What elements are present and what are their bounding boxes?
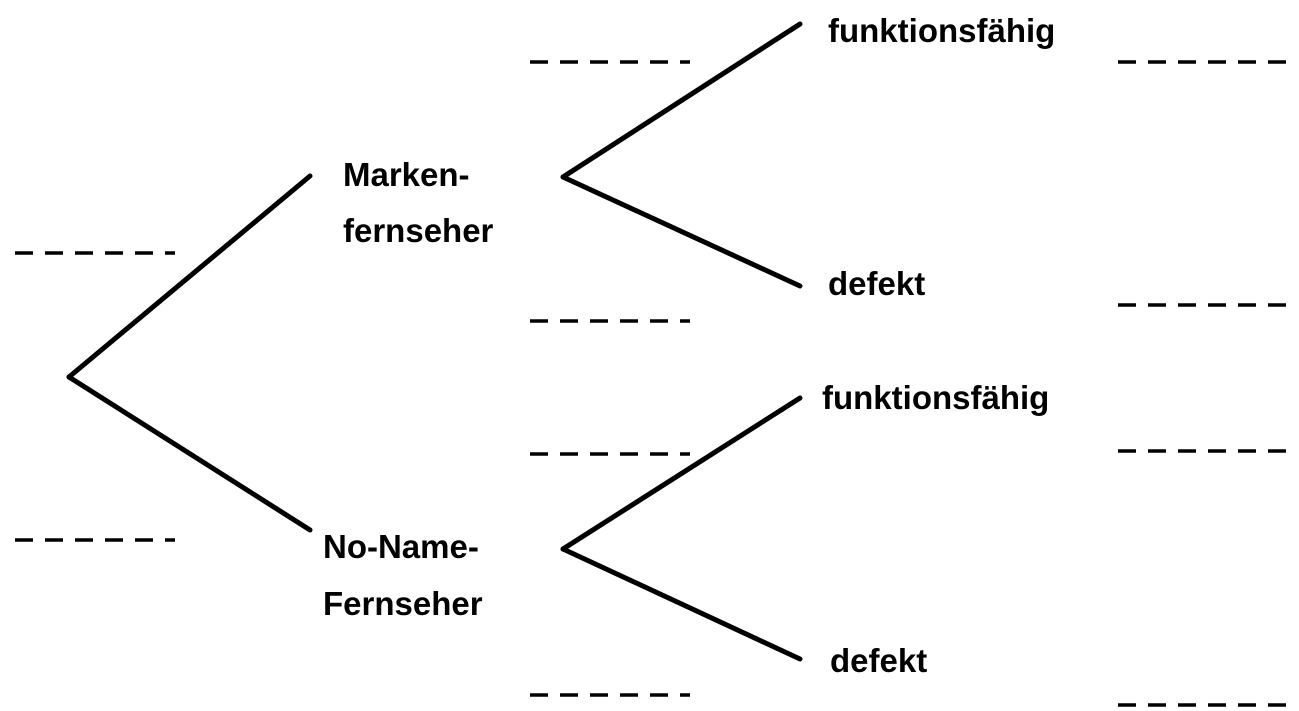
node-label-noname-line2: Fernseher	[323, 585, 483, 622]
node-label-marken-line1: Marken-	[343, 156, 470, 193]
node-label-noname-defekt: defekt	[830, 642, 927, 679]
node-label-noname-line1: No-Name-	[323, 528, 479, 565]
branch-marken-to-defekt	[560, 174, 803, 289]
branch-root-to-marken	[66, 173, 313, 380]
node-label-noname-funktionsfaehig: funktionsfähig	[822, 379, 1049, 416]
node-label-marken-funktionsfaehig: funktionsfähig	[828, 12, 1055, 49]
branch-noname-to-funktionsfaehig	[560, 395, 803, 552]
branch-noname-to-defekt	[560, 546, 803, 662]
node-label-marken-line2: fernseher	[343, 212, 494, 249]
node-label-marken-defekt: defekt	[828, 265, 925, 302]
branch-root-to-noname	[66, 374, 313, 533]
branch-marken-to-funktionsfaehig	[560, 21, 803, 180]
